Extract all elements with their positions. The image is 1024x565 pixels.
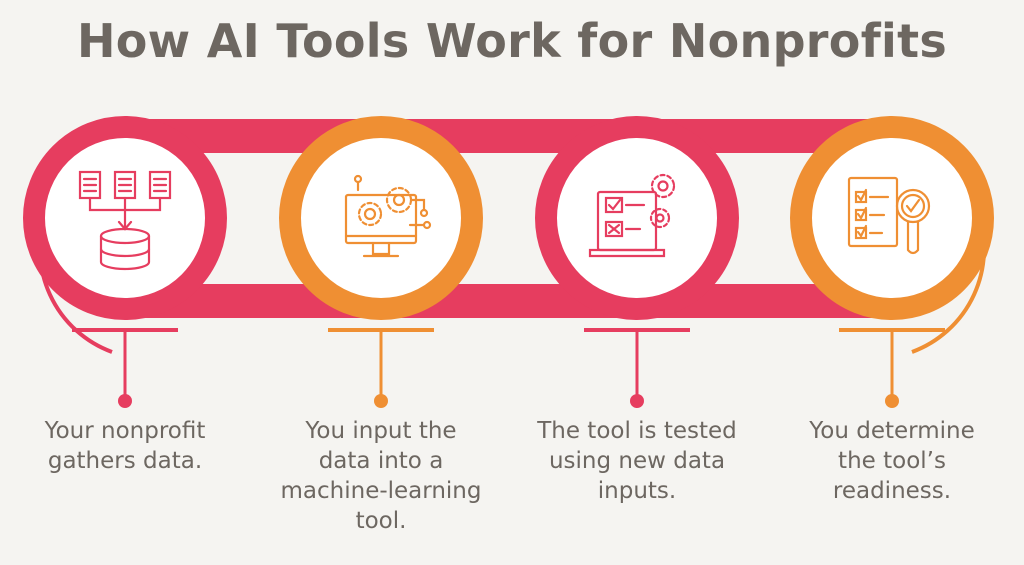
checklist-magnifier-icon: [847, 176, 931, 255]
step-2-caption: You input the data into a machine-learni…: [280, 418, 482, 534]
connector-3: [584, 328, 690, 408]
step-1-caption: Your nonprofit gathers data.: [44, 418, 206, 474]
page-title: How AI Tools Work for Nonprofits: [76, 14, 948, 68]
testing-laptop-icon: [588, 173, 676, 258]
bottom-bar: [125, 284, 890, 318]
top-bar: [125, 119, 890, 153]
connector-1: [72, 328, 178, 408]
ring-3: [535, 116, 739, 320]
ring-4: [790, 116, 994, 320]
computer-gears-icon: [344, 174, 432, 258]
connector-4: [839, 328, 945, 408]
data-gathering-icon: [78, 170, 172, 271]
step-3-caption: The tool is tested using new data inputs…: [537, 418, 737, 504]
step-4-caption: You determine the tool’s readiness.: [809, 418, 975, 504]
connector-2: [328, 328, 434, 408]
